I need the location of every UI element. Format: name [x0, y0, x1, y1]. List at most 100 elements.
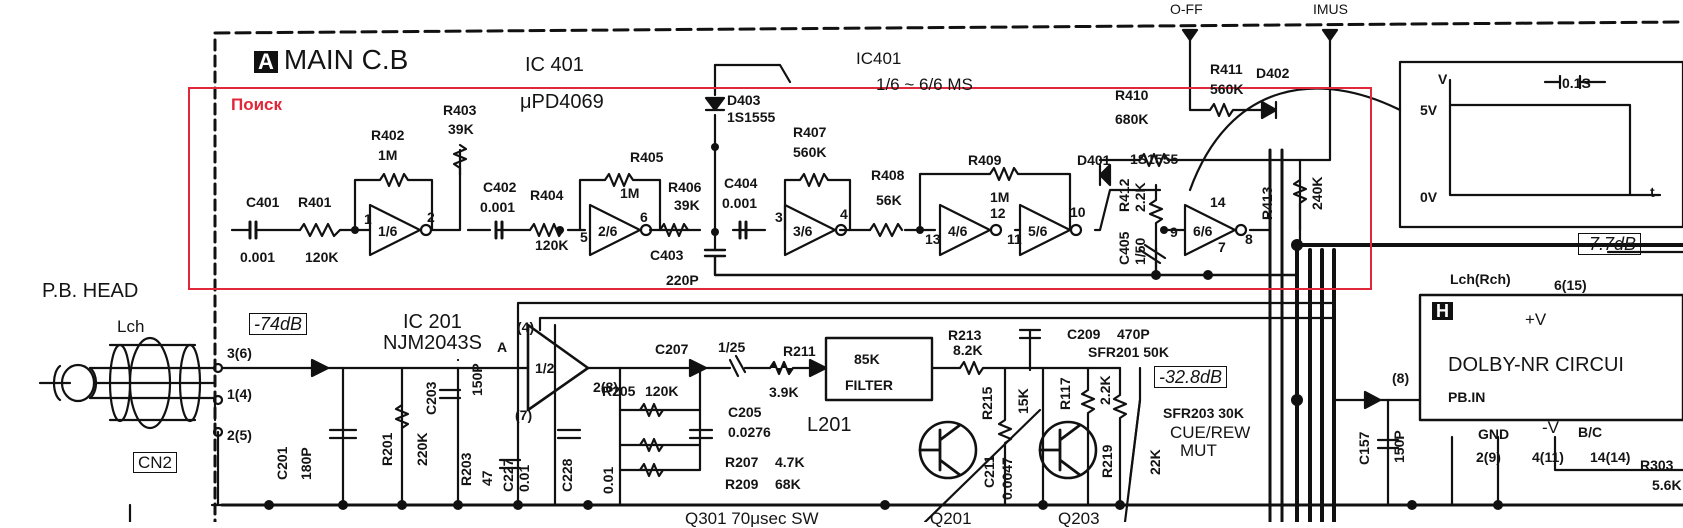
pin-10: 10	[1070, 204, 1086, 220]
dolby-bc: B/C	[1578, 424, 1603, 440]
search-label[interactable]: Поиск	[231, 95, 283, 114]
value-C205: 0.0276	[728, 424, 771, 440]
pin-4: 4	[840, 206, 848, 222]
dolby-pbin: PB.IN	[1448, 389, 1486, 405]
value-R409: 1M	[990, 189, 1010, 205]
switch-imus: IMUS	[1313, 1, 1348, 17]
pin-2: 2	[427, 209, 435, 225]
label-C401: C401	[246, 194, 280, 210]
label-R213: R213	[948, 327, 982, 343]
label-C405: C405	[1116, 231, 1132, 265]
label-R413: R413	[1259, 186, 1275, 220]
mut-label: MUT	[1180, 441, 1217, 460]
pin-12: 12	[990, 205, 1006, 221]
bottom-q201-label: Q201	[930, 509, 972, 528]
value-R213: 8.2K	[953, 342, 983, 358]
dolby-vminus: -V	[1542, 418, 1559, 437]
value-R412: 2.2K	[1132, 182, 1148, 212]
label-R408: R408	[871, 167, 905, 183]
value-C404: 0.001	[722, 195, 758, 211]
value-R413: 240K	[1309, 176, 1325, 210]
board-outline-top	[213, 20, 1683, 35]
cn2-label: CN2	[133, 452, 178, 473]
dolby-gnd: GND	[1478, 426, 1510, 442]
gate-1: 1/6	[378, 223, 398, 239]
label-R402: R402	[371, 127, 405, 143]
value-R209: 68K	[775, 476, 801, 492]
ic201-title: IC 201	[403, 311, 462, 333]
value-R401: 120K	[305, 249, 339, 265]
pin-2-5: 2(5)	[227, 427, 252, 443]
label-C207: C207	[655, 341, 689, 357]
dolby-lch: Lch(Rch)	[1450, 271, 1511, 287]
value-R402: 1M	[378, 147, 398, 163]
value-C201: 180P	[298, 447, 314, 480]
timing-5v: 5V	[1420, 102, 1438, 118]
bus-lines-2	[1268, 148, 1284, 522]
dolby-title: DOLBY-NR CIRCUI	[1448, 354, 1624, 376]
label-C403: C403	[650, 247, 684, 263]
label-R411: R411	[1210, 61, 1243, 77]
label-C228: C228	[559, 458, 575, 492]
label-D403: D403	[727, 92, 761, 108]
timing-t: t	[1650, 184, 1655, 200]
value-R219: 22K	[1147, 449, 1163, 475]
lch-label: Lch	[117, 317, 145, 336]
timing-v: V	[1438, 71, 1448, 87]
value-C403: 220P	[666, 272, 699, 288]
gate-4: 4/6	[948, 223, 968, 239]
switch-off: O-FF	[1170, 1, 1203, 17]
label-R215: R215	[979, 386, 995, 420]
level-328-badge: -32.8dB	[1154, 366, 1228, 388]
search-highlight-frame[interactable]	[188, 87, 1372, 290]
value-R205: 120K	[645, 383, 679, 399]
label-C404: C404	[724, 175, 758, 191]
label-R117: R117	[1057, 377, 1073, 410]
value-R410: 680K	[1115, 111, 1149, 127]
timing-period: 0.1S	[1562, 75, 1591, 91]
label-R209: R209	[725, 476, 759, 492]
timing-diagram	[1398, 60, 1683, 229]
label-C203: C203	[423, 381, 439, 415]
label-R203: R203	[458, 452, 474, 486]
value-R405: 1M	[620, 185, 640, 201]
pin-2-8: 2(8)	[593, 379, 618, 395]
pin-13: 13	[925, 231, 941, 247]
gate-5: 5/6	[1028, 223, 1048, 239]
dolby-box	[1418, 293, 1683, 422]
label-C227: C227	[500, 458, 516, 492]
label-R211: R211	[783, 343, 816, 359]
pin-3-7: (7)	[515, 407, 533, 423]
pin-3-6: 3(6)	[227, 345, 252, 361]
pin-2-9: 2(9)	[1476, 449, 1501, 465]
cue-rew-label: CUE/REW	[1170, 423, 1251, 442]
value-R211: 3.9K	[769, 384, 799, 400]
bottom-sw-label: Q301 70μsec SW	[685, 509, 819, 528]
dolby-vplus: +V	[1525, 310, 1547, 329]
label-C209: C209	[1067, 326, 1101, 342]
timing-0v: 0V	[1420, 189, 1438, 205]
label-C205: C205	[728, 404, 762, 420]
sfr203-label: SFR203 30K	[1163, 405, 1244, 421]
ic401-range-b: 1/6 ~ 6/6 MS	[876, 75, 973, 94]
label-C402: C402	[483, 179, 517, 195]
value-R404: 120K	[535, 237, 569, 253]
l201-label: L201	[807, 414, 852, 436]
value-R303: 5.6K	[1652, 477, 1682, 493]
pin-1-4: 1(4)	[227, 386, 252, 402]
value-C228: 0.01	[600, 466, 616, 494]
label-R207: R207	[725, 454, 759, 470]
pin-9: 9	[1170, 224, 1178, 240]
label-R205: R205	[602, 383, 636, 399]
label-R404: R404	[530, 187, 564, 203]
filter-label: FILTER	[845, 377, 893, 393]
label-R407: R407	[793, 124, 827, 140]
ic201-part: NJM2043S	[383, 332, 482, 354]
value-D403: 1S1555	[727, 109, 776, 125]
ic401-part: μPD4069	[520, 91, 604, 113]
level-74-badge: -74dB	[249, 313, 308, 335]
pin-1: 1	[364, 211, 372, 227]
pin-14: 14	[1210, 194, 1226, 210]
